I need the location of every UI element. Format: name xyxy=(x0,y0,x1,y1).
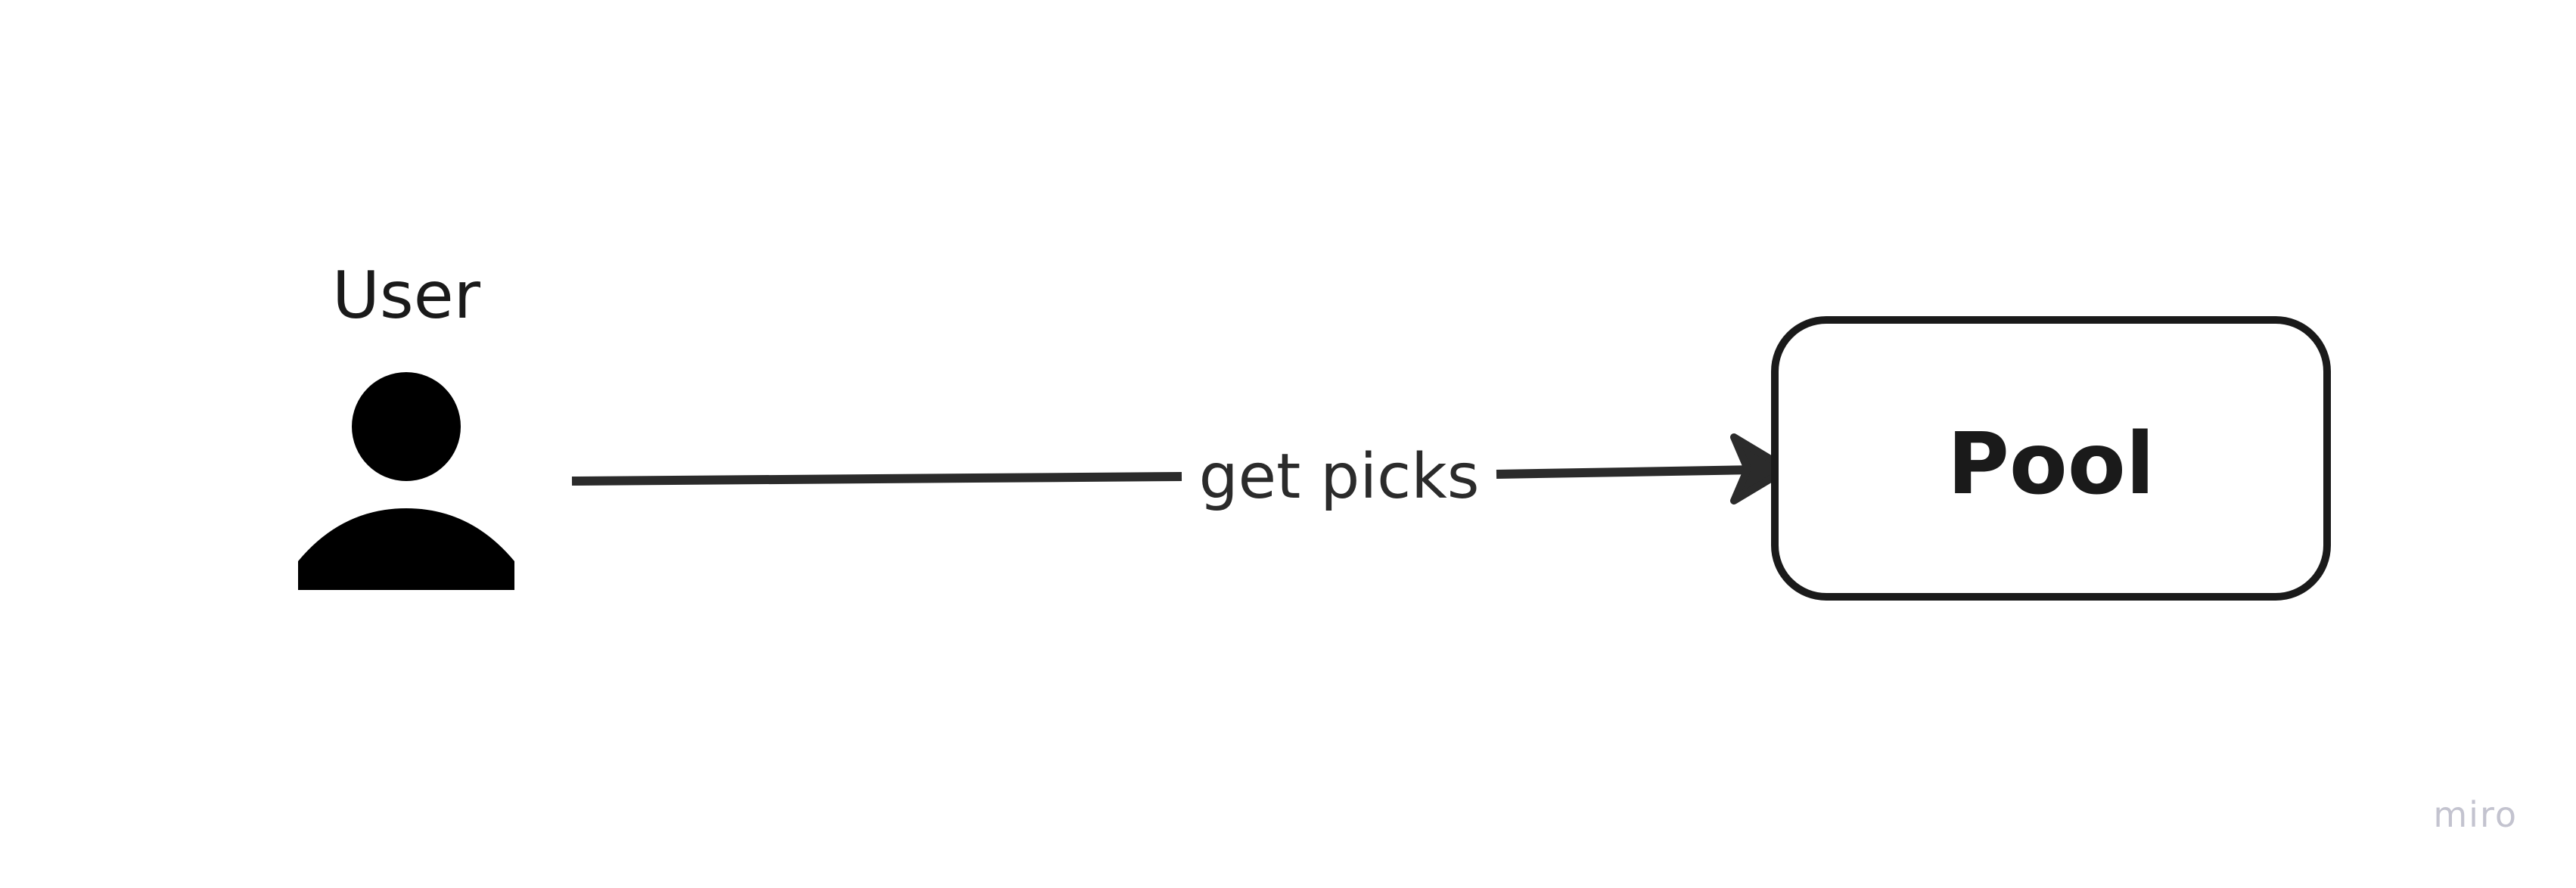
pool-node-label: Pool xyxy=(1947,415,2155,514)
arrowhead-icon xyxy=(1730,433,1791,505)
user-icon-head xyxy=(352,372,461,481)
user-icon xyxy=(298,372,514,590)
edge-user-to-pool[interactable]: get picks xyxy=(571,433,1791,513)
miro-watermark: miro xyxy=(2433,794,2518,835)
edge-line-left xyxy=(571,472,1182,486)
pool-node-box xyxy=(1771,316,2331,601)
user-actor[interactable]: User xyxy=(298,258,514,590)
pool-node[interactable]: Pool xyxy=(1771,316,2331,601)
user-label: User xyxy=(332,258,481,334)
edge-label: get picks xyxy=(1199,441,1480,513)
user-icon-body xyxy=(298,508,514,590)
edge-line-right xyxy=(1496,465,1757,479)
